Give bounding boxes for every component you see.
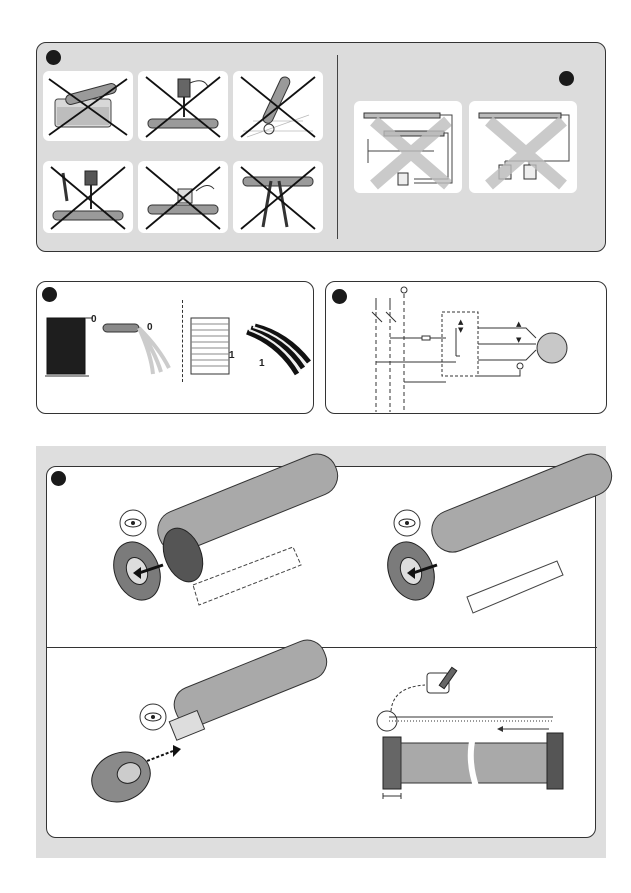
value-left-cable: 0 [147, 322, 153, 333]
step-c-illustration [77, 665, 307, 815]
tile-double-switch [469, 101, 577, 193]
tile-parallel-wiring [354, 101, 462, 193]
value-right-shutter: 1 [229, 350, 235, 361]
tile-no-impact [233, 71, 323, 141]
step-b-illustration [377, 487, 577, 627]
figure-4-badge [51, 471, 66, 486]
cable-bundle-right-icon [243, 318, 315, 378]
wiring-diagram: ▲ ▼ ▲ ▼ [326, 282, 608, 422]
parallel-wiring-crossed-icon [354, 101, 462, 193]
tile-no-screw [43, 161, 133, 233]
svg-text:▲: ▲ [458, 318, 464, 326]
no-pliers-icon [233, 161, 323, 233]
tile-no-crushing [138, 161, 228, 233]
step-a-illustration [103, 487, 303, 627]
cable-bundle-left-icon [99, 318, 179, 378]
no-impact-icon [233, 71, 323, 141]
no-screw-icon [43, 161, 133, 233]
figure-1-badge [46, 50, 61, 65]
shutter-open-icon [187, 310, 247, 380]
double-switch-crossed-icon [469, 101, 577, 193]
tile-no-drilling [138, 71, 228, 141]
no-crushing-icon [138, 161, 228, 233]
tile-no-immersion [43, 71, 133, 141]
svg-text:▲: ▲ [516, 320, 522, 328]
figure-2-panel: 0 0 1 1 [36, 281, 314, 414]
no-drilling-icon [138, 71, 228, 141]
value-right-cable: 1 [259, 358, 265, 369]
figure-4-panel [46, 466, 596, 838]
figure-2-badge [42, 287, 57, 302]
svg-text:▼: ▼ [516, 336, 522, 344]
no-immersion-icon [43, 71, 133, 141]
value-left-shutter: 0 [91, 314, 97, 325]
step-d-illustration [363, 665, 573, 815]
figure-2-divider [182, 300, 183, 382]
svg-text:▼: ▼ [458, 326, 464, 334]
figure-1-panel [36, 42, 606, 252]
figure-1b-badge [559, 71, 574, 86]
tile-no-pliers [233, 161, 323, 233]
figure-3-panel: ▲ ▼ ▲ ▼ [325, 281, 607, 414]
figure-1-divider [337, 55, 338, 239]
